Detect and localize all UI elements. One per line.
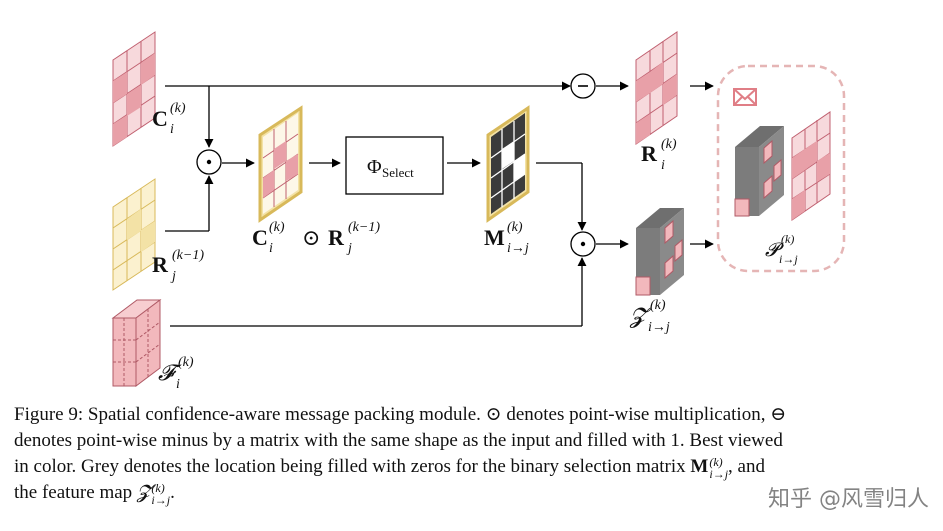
- svg-text:C: C: [252, 225, 268, 250]
- svg-text:i→j: i→j: [507, 241, 529, 256]
- caption-line3-prefix: in color. Grey denotes the location bein…: [14, 456, 686, 477]
- svg-text:i: i: [176, 377, 180, 392]
- ominus-operator: [570, 73, 596, 99]
- caption-z-sup: (k): [151, 481, 165, 495]
- caption-ominus-symbol: ⊖: [770, 404, 787, 425]
- request-map-grid: [112, 178, 156, 291]
- caption-m-sup: (k): [709, 455, 723, 469]
- label-package: 𝓟 i→j (k): [765, 232, 798, 266]
- svg-text:R: R: [641, 141, 658, 166]
- svg-text:(k−1): (k−1): [172, 248, 204, 263]
- svg-text:(k): (k): [781, 232, 794, 246]
- packed-feature-cube: [635, 208, 684, 296]
- message-packing-diagram: Φ Select: [111, 31, 846, 392]
- svg-text:j: j: [346, 241, 352, 256]
- svg-text:R: R: [152, 252, 169, 277]
- caption-z-symbol: 𝓩: [136, 482, 151, 503]
- caption-line2: denotes point-wise minus by a matrix wit…: [14, 430, 783, 451]
- caption-z-sub: i→j: [151, 493, 171, 507]
- caption-odot-symbol: ⊙: [485, 404, 502, 425]
- svg-text:i: i: [170, 122, 174, 137]
- masked-confidence-grid: [258, 105, 303, 223]
- request-in-package: [791, 111, 831, 221]
- svg-text:(k−1): (k−1): [348, 220, 380, 235]
- svg-text:(k): (k): [507, 220, 523, 235]
- zhihu-watermark: 知乎 @风雪归人: [768, 487, 929, 512]
- svg-text:C: C: [152, 106, 168, 131]
- label-masked-confidence: C i (k) ⊙ R j (k−1): [252, 220, 380, 256]
- svg-text:(k): (k): [661, 137, 677, 152]
- message-package-box: [716, 64, 846, 273]
- select-phi: Φ: [367, 156, 382, 178]
- caption-m-symbol: M: [690, 456, 709, 477]
- caption-line1-mid: denotes point-wise multiplication,: [506, 404, 766, 425]
- flow-arrows: [165, 81, 714, 327]
- caption-line3-suffix: , and: [728, 456, 765, 477]
- confidence-map-grid: [112, 31, 156, 147]
- envelope-icon: [733, 88, 757, 106]
- svg-text:j: j: [170, 269, 176, 284]
- caption-line4-prefix: the feature map: [14, 482, 133, 503]
- label-packed-feature: 𝓩 i→j (k): [629, 298, 670, 335]
- svg-text:(k): (k): [178, 355, 194, 370]
- select-block: Φ Select: [345, 136, 444, 195]
- feature-map-cube: [111, 299, 162, 387]
- packed-feature-in-package: [734, 126, 784, 217]
- label-request: R j (k−1): [152, 248, 204, 284]
- odot-operator-1: [196, 149, 222, 175]
- label-output-request: R i (k): [641, 137, 677, 173]
- caption-line1-prefix: Figure 9: Spatial confidence-aware messa…: [14, 404, 481, 425]
- label-confidence: C i (k): [152, 101, 186, 137]
- svg-text:R: R: [328, 225, 345, 250]
- svg-text:i→j: i→j: [648, 320, 670, 335]
- output-request-grid: [635, 31, 678, 145]
- label-selection-matrix: M i→j (k): [484, 220, 529, 256]
- svg-text:M: M: [484, 225, 505, 250]
- svg-text:(k): (k): [170, 101, 186, 116]
- svg-text:(k): (k): [650, 298, 666, 313]
- caption-line4-suffix: .: [170, 482, 175, 503]
- svg-text:⊙: ⊙: [302, 225, 320, 250]
- select-sub: Select: [382, 165, 414, 180]
- label-feature: 𝓕 i (k): [158, 355, 194, 392]
- figure-caption: Figure 9: Spatial confidence-aware messa…: [14, 402, 936, 506]
- svg-text:(k): (k): [269, 220, 285, 235]
- selection-matrix-grid: [486, 105, 530, 223]
- svg-text:i→j: i→j: [779, 252, 798, 266]
- caption-m-sub: i→j: [709, 467, 729, 481]
- svg-text:i: i: [269, 241, 273, 256]
- svg-text:i: i: [661, 158, 665, 173]
- odot-operator-2: [570, 231, 596, 257]
